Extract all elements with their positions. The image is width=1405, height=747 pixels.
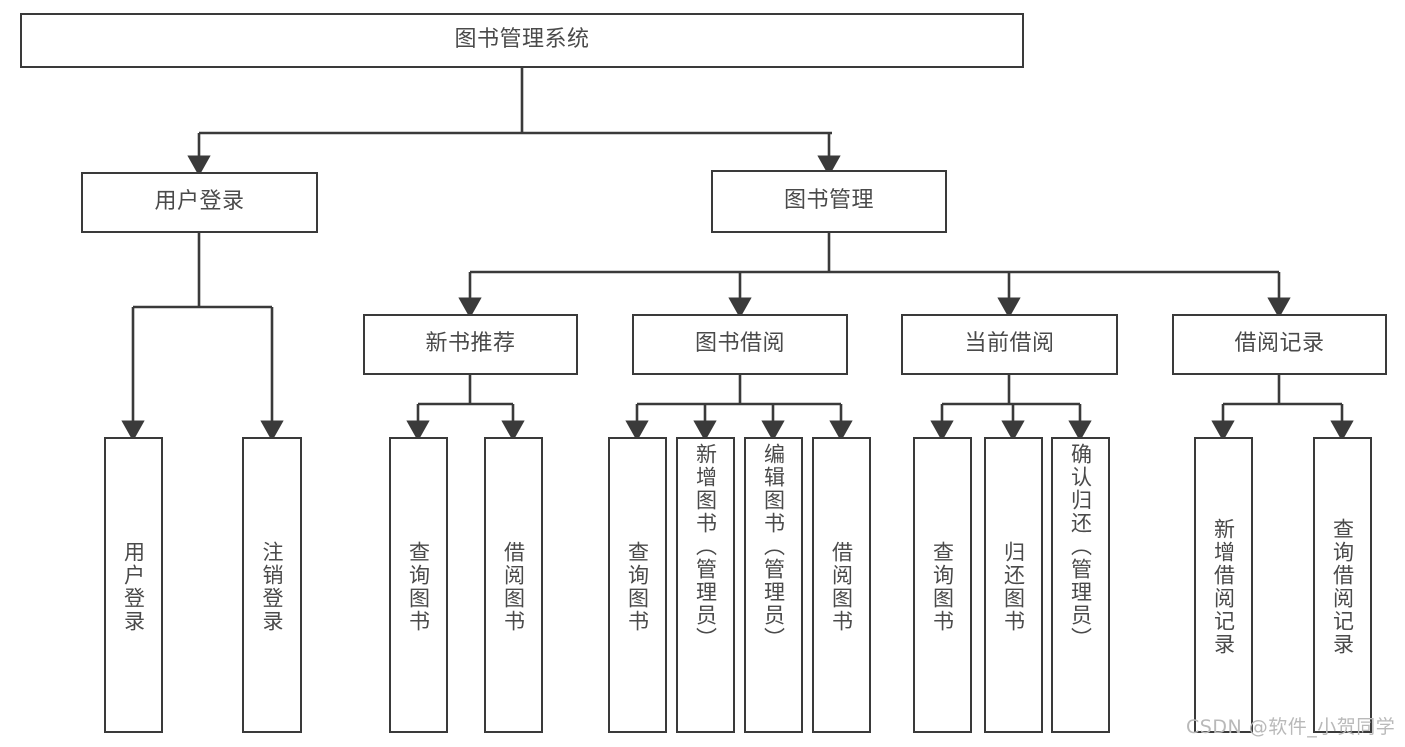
leaf-currentborrow-return-book-label: 归还图书 <box>1001 541 1026 633</box>
leaf-bookborrow-edit-book-label: 编辑图书（管理员） <box>761 443 786 650</box>
leaf-newbook-borrow-book[interactable]: 借阅图书 <box>484 437 543 733</box>
leaf-currentborrow-confirm-return-label: 确认归还（管理员） <box>1068 443 1093 650</box>
leaf-currentborrow-return-book[interactable]: 归还图书 <box>984 437 1043 733</box>
leaf-bookborrow-edit-book[interactable]: 编辑图书（管理员） <box>744 437 803 733</box>
leaf-borrowrecord-query-record[interactable]: 查询借阅记录 <box>1313 437 1372 733</box>
node-new-book-recommend[interactable]: 新书推荐 <box>363 314 578 375</box>
node-new-book-recommend-label: 新书推荐 <box>425 331 516 357</box>
node-current-borrow-label: 当前借阅 <box>964 331 1055 357</box>
node-current-borrow[interactable]: 当前借阅 <box>901 314 1118 375</box>
leaf-borrowrecord-add-record[interactable]: 新增借阅记录 <box>1194 437 1253 733</box>
node-user-login[interactable]: 用户登录 <box>81 172 318 233</box>
node-root-label: 图书管理系统 <box>454 27 590 53</box>
node-book-manage-label: 图书管理 <box>783 188 874 214</box>
node-book-manage[interactable]: 图书管理 <box>711 170 947 233</box>
leaf-borrowrecord-query-record-label: 查询借阅记录 <box>1330 518 1355 656</box>
leaf-bookborrow-borrow-book[interactable]: 借阅图书 <box>812 437 871 733</box>
leaf-user-login[interactable]: 用户登录 <box>104 437 163 733</box>
leaf-currentborrow-query-book-label: 查询图书 <box>930 541 955 633</box>
leaf-bookborrow-borrow-book-label: 借阅图书 <box>829 541 854 633</box>
leaf-logout-label: 注销登录 <box>260 541 285 633</box>
leaf-newbook-query-book-label: 查询图书 <box>406 541 431 633</box>
leaf-newbook-query-book[interactable]: 查询图书 <box>389 437 448 733</box>
leaf-bookborrow-add-book-label: 新增图书（管理员） <box>693 443 718 650</box>
leaf-user-login-label: 用户登录 <box>121 541 146 633</box>
leaf-newbook-borrow-book-label: 借阅图书 <box>501 541 526 633</box>
leaf-bookborrow-add-book[interactable]: 新增图书（管理员） <box>676 437 735 733</box>
node-borrow-record[interactable]: 借阅记录 <box>1172 314 1387 375</box>
node-root[interactable]: 图书管理系统 <box>20 13 1024 68</box>
node-book-borrow[interactable]: 图书借阅 <box>632 314 848 375</box>
leaf-bookborrow-query-book-label: 查询图书 <box>625 541 650 633</box>
watermark: CSDN @软件_小贺同学 <box>1186 716 1396 738</box>
node-book-borrow-label: 图书借阅 <box>694 331 785 357</box>
node-borrow-record-label: 借阅记录 <box>1234 331 1325 357</box>
leaf-bookborrow-query-book[interactable]: 查询图书 <box>608 437 667 733</box>
node-user-login-label: 用户登录 <box>154 189 245 215</box>
leaf-logout[interactable]: 注销登录 <box>242 437 302 733</box>
leaf-currentborrow-query-book[interactable]: 查询图书 <box>913 437 972 733</box>
leaf-borrowrecord-add-record-label: 新增借阅记录 <box>1211 518 1236 656</box>
leaf-currentborrow-confirm-return[interactable]: 确认归还（管理员） <box>1051 437 1110 733</box>
